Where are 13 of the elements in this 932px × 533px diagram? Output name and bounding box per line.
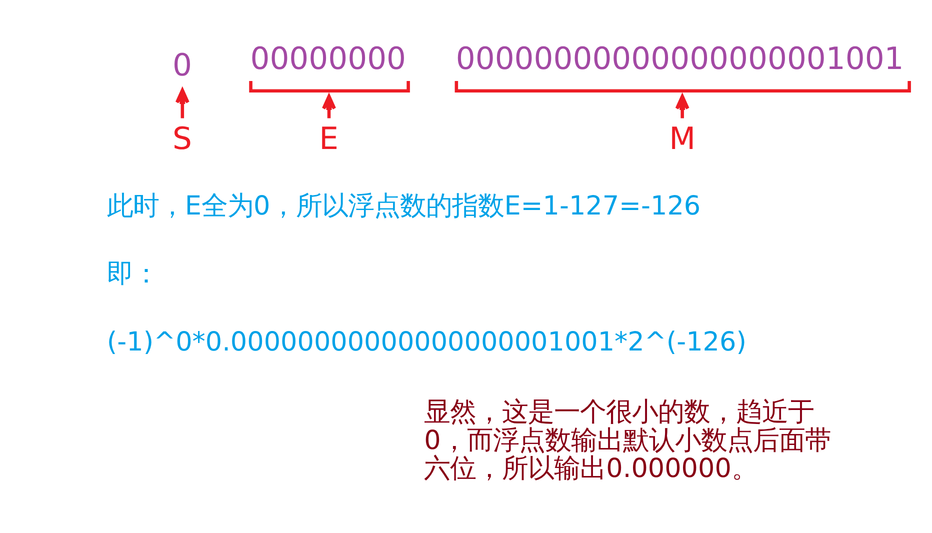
label: 显然，这是一个很小的数，趋近于0，而浮点数输出默认小数点后面带六位，所以输出0.000000。 (424, 396, 831, 484)
arrow (675, 94, 690, 118)
label: 即： (106, 259, 159, 290)
node-text: M (669, 121, 696, 156)
label: (-1)^0*0.00000000000000000001001*2^(-126) (106, 326, 746, 357)
node-text: 0 (172, 48, 192, 83)
label: 此时，E全为0，所以浮点数的指数E=1-127=-126 (106, 191, 701, 222)
arrow (175, 88, 190, 118)
node-text: E (319, 121, 338, 156)
node-text: 00000000000000000001001 (456, 41, 904, 76)
arrow (322, 94, 336, 118)
node-text: 00000000 (250, 41, 406, 76)
node-text: S (172, 121, 192, 156)
